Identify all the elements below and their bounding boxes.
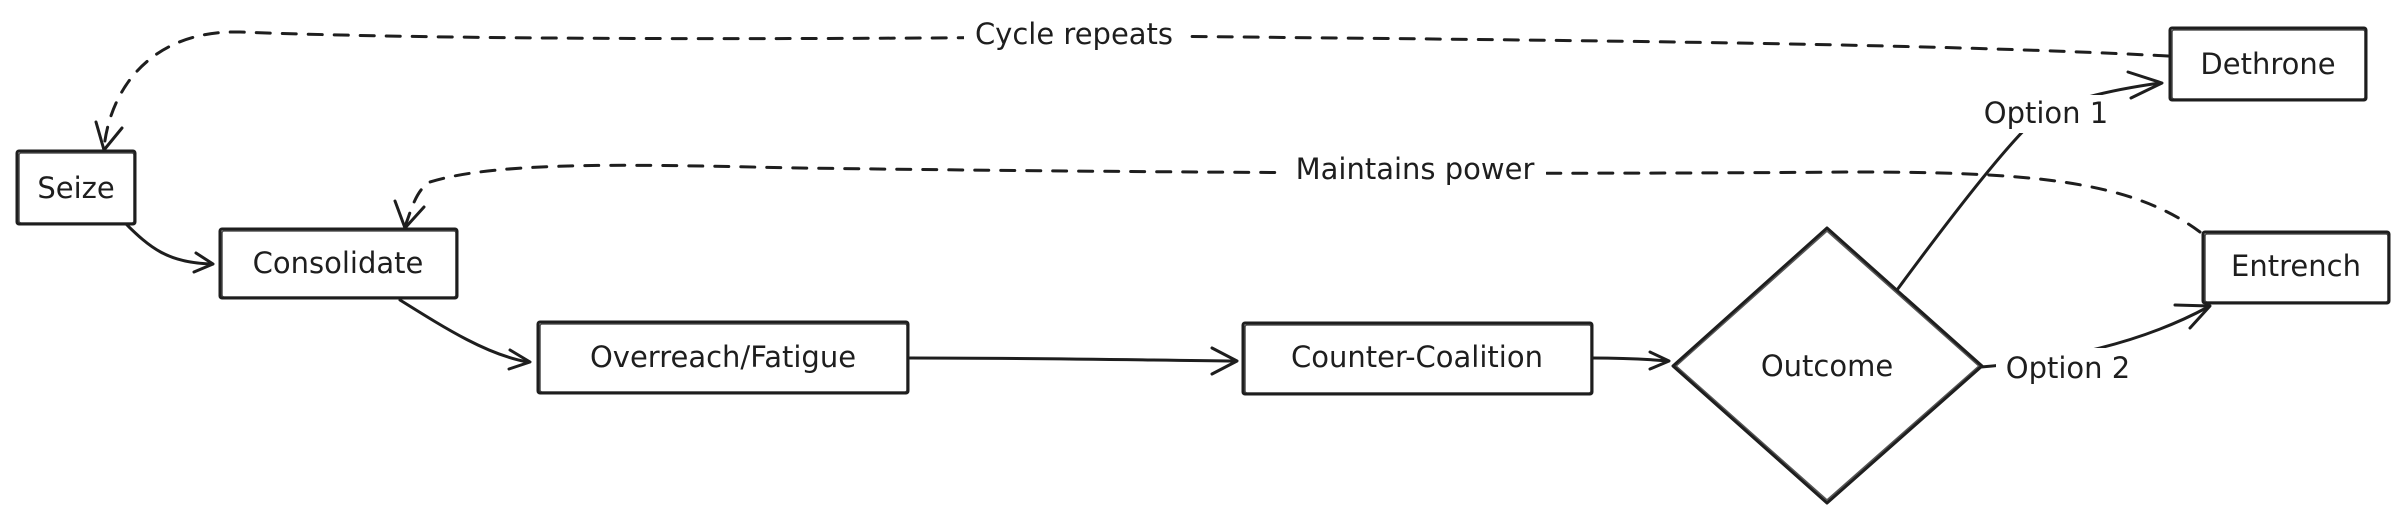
node-entrench[interactable]: Entrench <box>2201 230 2391 305</box>
node-entrench-label: Entrench <box>2231 249 2361 283</box>
label-maintains-power: Maintains power <box>1284 150 1546 190</box>
label-option-2: Option 2 <box>1996 348 2144 388</box>
label-cycle-repeats: Cycle repeats <box>964 16 1184 54</box>
node-outcome[interactable]: Outcome <box>1671 226 1984 505</box>
node-overreach-fatigue-label: Overreach/Fatigue <box>590 340 856 374</box>
arrowhead-consolidate-from-seize <box>192 251 215 274</box>
arrowhead-outcome-from-counter-coalition <box>1648 350 1671 371</box>
node-dethrone[interactable]: Dethrone <box>2168 26 2368 102</box>
label-option-1: Option 1 <box>1982 95 2112 133</box>
edge-dethrone-to-seize <box>102 30 2170 150</box>
label-maintains-power-text: Maintains power <box>1296 152 1535 186</box>
edge-consolidate-to-overreach <box>398 298 530 364</box>
node-seize-label: Seize <box>37 171 114 205</box>
node-consolidate-label: Consolidate <box>253 246 424 280</box>
edge-counter-coalition-to-outcome <box>1590 356 1670 363</box>
node-counter-coalition-label: Counter-Coalition <box>1291 340 1543 374</box>
label-option-2-text: Option 2 <box>2006 351 2130 385</box>
edge-overreach-to-counter-coalition <box>908 356 1238 363</box>
arrowhead-overreach-from-consolidate <box>507 348 532 371</box>
arrowhead-counter-coalition-from-overreach <box>1210 346 1239 376</box>
label-option-1-text: Option 1 <box>1984 96 2108 130</box>
label-cycle-repeats-text: Cycle repeats <box>975 17 1173 51</box>
node-overreach-fatigue[interactable]: Overreach/Fatigue <box>536 320 910 395</box>
node-dethrone-label: Dethrone <box>2200 47 2335 81</box>
node-seize[interactable]: Seize <box>15 149 137 226</box>
edge-seize-to-consolidate <box>122 220 214 266</box>
arrowhead-dethrone-from-outcome <box>2126 70 2164 100</box>
node-counter-coalition[interactable]: Counter-Coalition <box>1241 321 1594 396</box>
arrowhead-entrench-from-outcome <box>2173 303 2212 330</box>
node-outcome-label: Outcome <box>1761 349 1893 383</box>
arrowhead-seize-from-dethrone <box>94 120 124 152</box>
node-consolidate[interactable]: Consolidate <box>218 227 459 300</box>
edge-entrench-to-consolidate <box>403 163 2202 234</box>
